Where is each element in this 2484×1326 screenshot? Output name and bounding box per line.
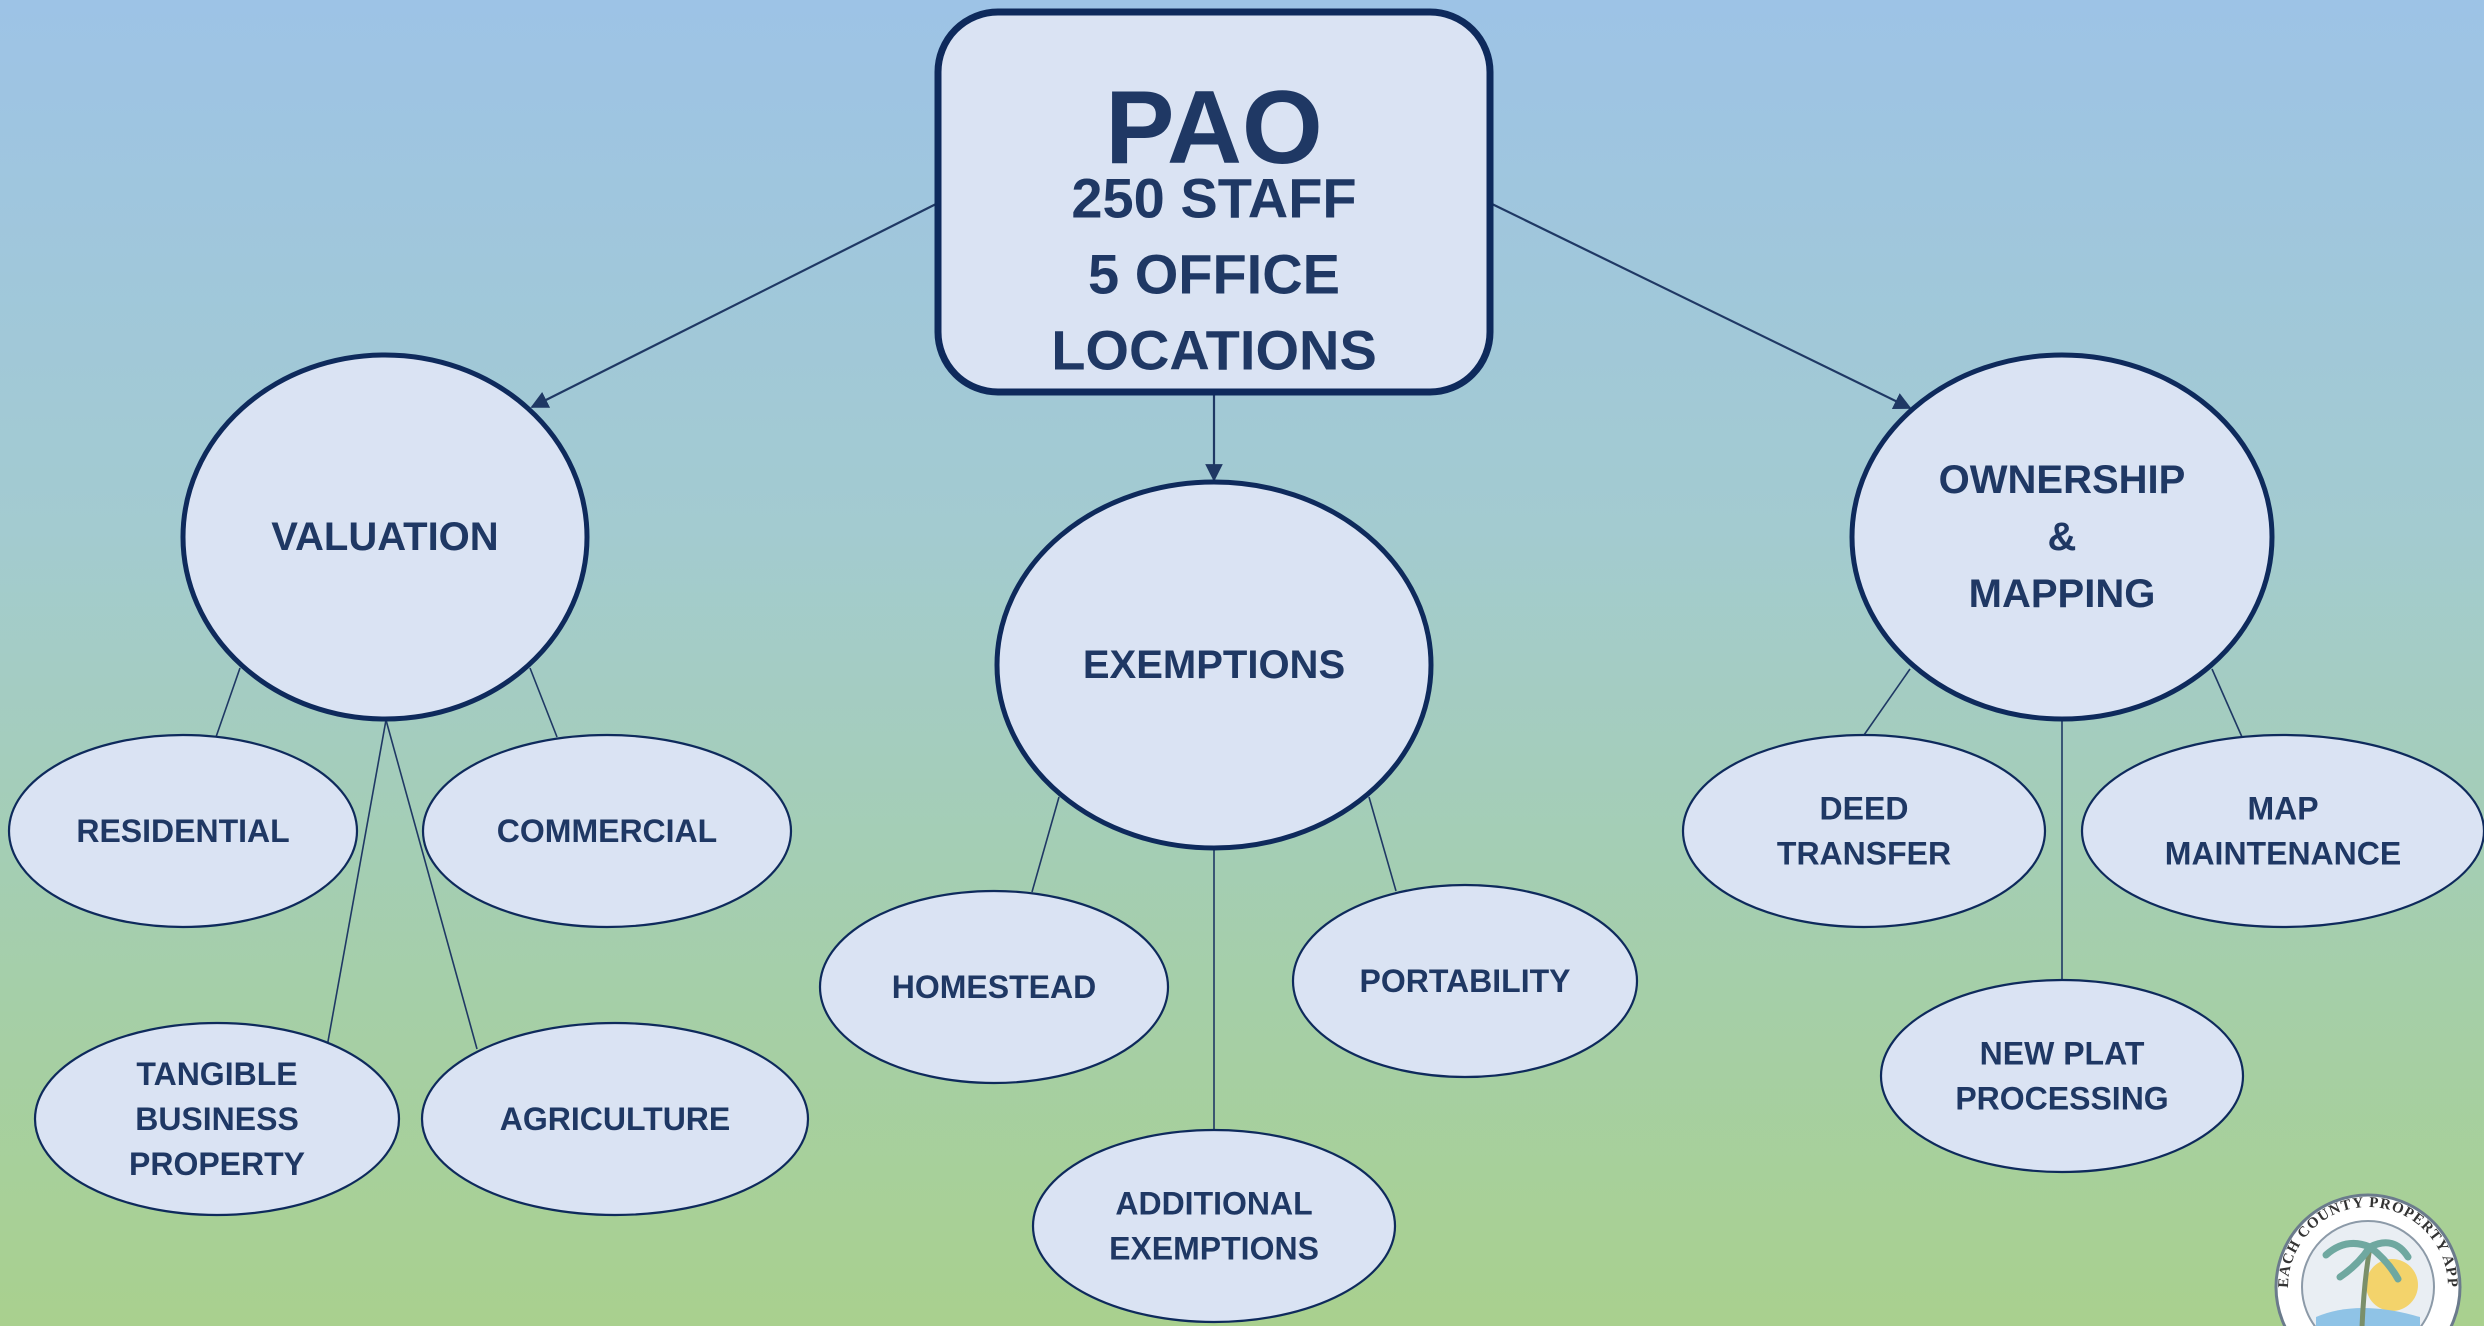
residential-label: RESIDENTIAL — [76, 813, 289, 849]
additional-node — [1031, 1128, 1397, 1324]
root-subtitle-line: LOCATIONS — [1051, 319, 1377, 382]
ownership-label: MAPPING — [1969, 572, 2156, 616]
ownership-label: & — [2048, 515, 2077, 559]
line-to-map — [2211, 668, 2243, 738]
tangible-node — [33, 1021, 401, 1217]
line-to-commercial — [529, 667, 558, 738]
additional-label: EXEMPTIONS — [1109, 1231, 1319, 1267]
line-to-deed — [1863, 668, 1911, 736]
line-to-homestead — [1031, 796, 1060, 893]
commercial-label: COMMERCIAL — [497, 813, 717, 849]
deed-label: TRANSFER — [1777, 836, 1951, 872]
portability-label: PORTABILITY — [1360, 963, 1571, 999]
agriculture-node — [420, 1021, 810, 1217]
newplat-node — [1879, 978, 2245, 1174]
root-subtitle-line: 250 STAFF — [1071, 167, 1356, 230]
valuation-label: VALUATION — [271, 515, 498, 559]
map-label: MAINTENANCE — [2165, 836, 2401, 872]
arrow-to-ownership — [1489, 202, 1912, 409]
homestead-label: HOMESTEAD — [892, 969, 1096, 1005]
homestead-node — [818, 889, 1170, 1085]
line-to-portability — [1368, 796, 1397, 892]
tangible-label: BUSINESS — [135, 1101, 299, 1137]
map-label: MAP — [2247, 791, 2318, 827]
connector-lines — [215, 202, 2243, 1130]
newplat-label: PROCESSING — [1955, 1081, 2168, 1117]
tangible-label: TANGIBLE — [136, 1056, 297, 1092]
residential-node — [7, 733, 359, 929]
root-title: PAO — [1105, 70, 1323, 186]
line-to-tangible — [326, 719, 387, 1048]
ownership-node — [1849, 352, 2275, 722]
deed-label: DEED — [1820, 791, 1909, 827]
deed-node — [1681, 733, 2047, 929]
arrow-to-valuation — [530, 202, 939, 408]
agriculture-label: AGRICULTURE — [500, 1101, 731, 1137]
root-box — [934, 8, 1494, 396]
valuation-node — [180, 352, 590, 722]
line-to-residential — [215, 667, 241, 738]
map-node — [2080, 733, 2484, 929]
commercial-node — [421, 733, 793, 929]
tangible-label: PROPERTY — [129, 1146, 305, 1182]
exemptions-label: EXEMPTIONS — [1083, 643, 1345, 687]
portability-node — [1291, 883, 1639, 1079]
exemptions-node — [994, 479, 1434, 851]
ownership-label: OWNERSHIP — [1939, 458, 2186, 502]
county-seal-logo: PALM BEACH COUNTY PROPERTY APPRAISER — [2274, 1193, 2462, 1326]
line-to-agriculture — [385, 719, 478, 1050]
root-subtitle-line: 5 OFFICE — [1088, 243, 1340, 306]
newplat-label: NEW PLAT — [1980, 1036, 2145, 1072]
additional-label: ADDITIONAL — [1115, 1186, 1312, 1222]
